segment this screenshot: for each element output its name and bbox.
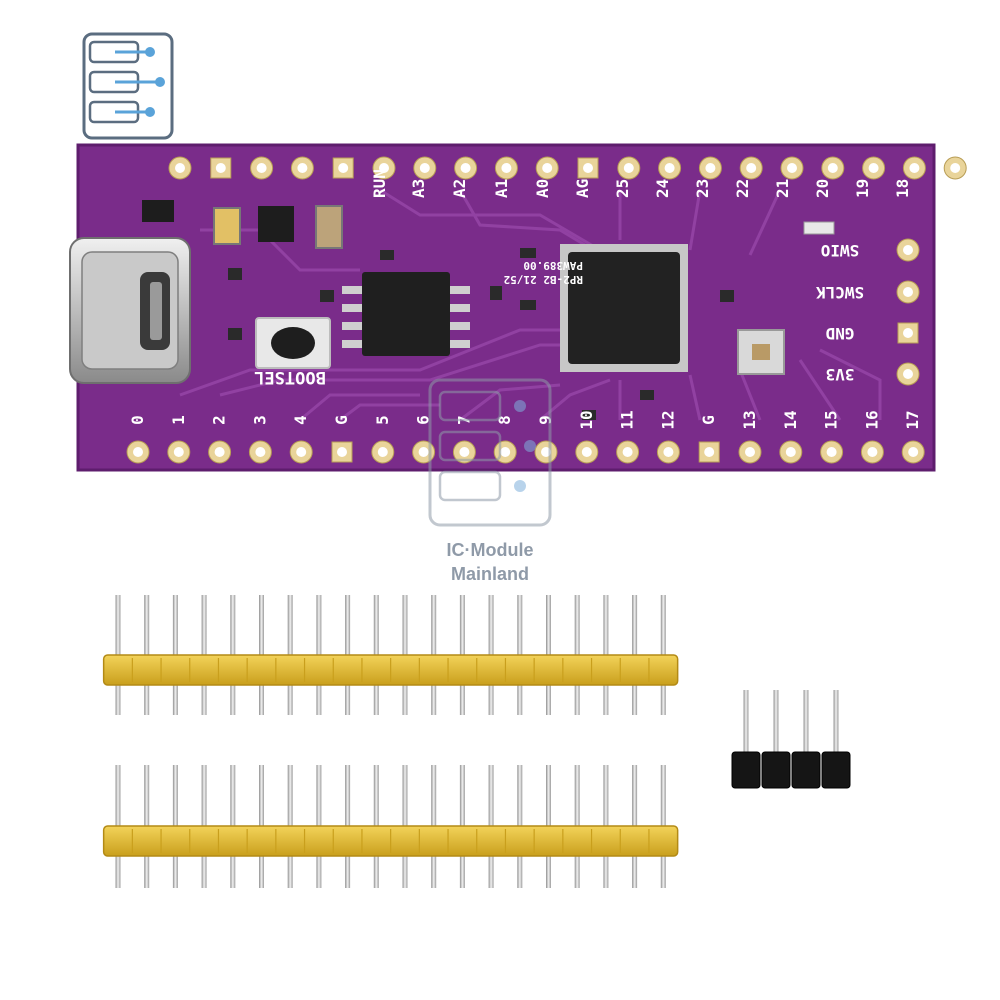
flash-chip <box>342 272 470 356</box>
side-pin-label: GND <box>826 324 855 343</box>
side-pin-label: SWCLK <box>816 283 865 302</box>
bottom-pin-label: 16 <box>862 410 881 429</box>
header-body <box>821 751 851 789</box>
bottom-pin-label: 13 <box>740 410 759 429</box>
bottom-pin-label: G <box>699 415 718 425</box>
bottom-pin-label: 15 <box>822 410 841 429</box>
top-pin-label: A2 <box>450 179 469 198</box>
bottom-pin-label: 9 <box>536 415 555 425</box>
bottom-pin-label: 10 <box>577 410 596 429</box>
pin-pads <box>126 156 967 464</box>
bottom-pin-label: 0 <box>128 415 147 425</box>
bottom-pin-label: 1 <box>169 415 188 425</box>
header-pin <box>743 690 749 760</box>
header-body <box>791 751 821 789</box>
top-pin-label: 23 <box>693 179 712 198</box>
center-watermark <box>428 378 552 527</box>
bottom-pin-label: 8 <box>495 415 514 425</box>
pin-header-20-top <box>102 595 679 715</box>
bottom-pin-label: 17 <box>903 410 922 429</box>
top-pin-label: A3 <box>409 179 428 198</box>
top-pin-label: 24 <box>653 179 672 198</box>
chip-marking-line2: PAW389.00 <box>523 259 583 272</box>
header-pin <box>803 690 809 760</box>
chip-marking-line1: RP2-B2 21/52 <box>504 273 583 286</box>
bottom-pin-label: 11 <box>618 410 637 429</box>
top-pin-label: 18 <box>893 179 912 198</box>
bottom-pin-label: 5 <box>373 415 392 425</box>
bottom-pin-label: 4 <box>291 415 310 425</box>
header-body <box>731 751 761 789</box>
bottom-pin-label: 3 <box>250 415 269 425</box>
top-pin-label: 25 <box>613 179 632 198</box>
pcb-board <box>76 143 936 472</box>
top-pin-label: RUN <box>370 169 389 198</box>
top-pin-label: AG <box>573 179 592 198</box>
side-pin-label: SWIO <box>821 241 860 260</box>
top-pin-label: 20 <box>813 179 832 198</box>
bootsel-label: BOOTSEL <box>254 367 326 387</box>
side-pin-label: 3V3 <box>826 365 855 384</box>
watermark-line2: Mainland <box>451 564 529 584</box>
bootsel-button <box>255 317 331 369</box>
header-pin <box>773 690 779 760</box>
top-pin-label: 22 <box>733 179 752 198</box>
bottom-pin-label: G <box>332 415 351 425</box>
bottom-pin-label: 12 <box>658 410 677 429</box>
bottom-pin-label: 14 <box>781 410 800 429</box>
pin-header-4 <box>731 690 851 789</box>
top-pin-label: 19 <box>853 179 872 198</box>
brand-logo <box>82 32 174 140</box>
top-pin-label: A1 <box>492 179 511 198</box>
usb-c-connector <box>69 237 191 384</box>
smd-components <box>142 200 835 420</box>
watermark-line1: IC·Module <box>447 540 534 560</box>
pin-header-20-bottom <box>102 765 679 888</box>
top-pin-label: A0 <box>533 179 552 198</box>
bottom-pin-label: 6 <box>414 415 433 425</box>
header-pin <box>833 690 839 760</box>
rp2040-chip: RP2-B2 21/52 PAW389.00 <box>504 244 688 372</box>
header-body <box>761 751 791 789</box>
top-pin-label: 21 <box>773 179 792 198</box>
bottom-pin-label: 2 <box>210 415 229 425</box>
